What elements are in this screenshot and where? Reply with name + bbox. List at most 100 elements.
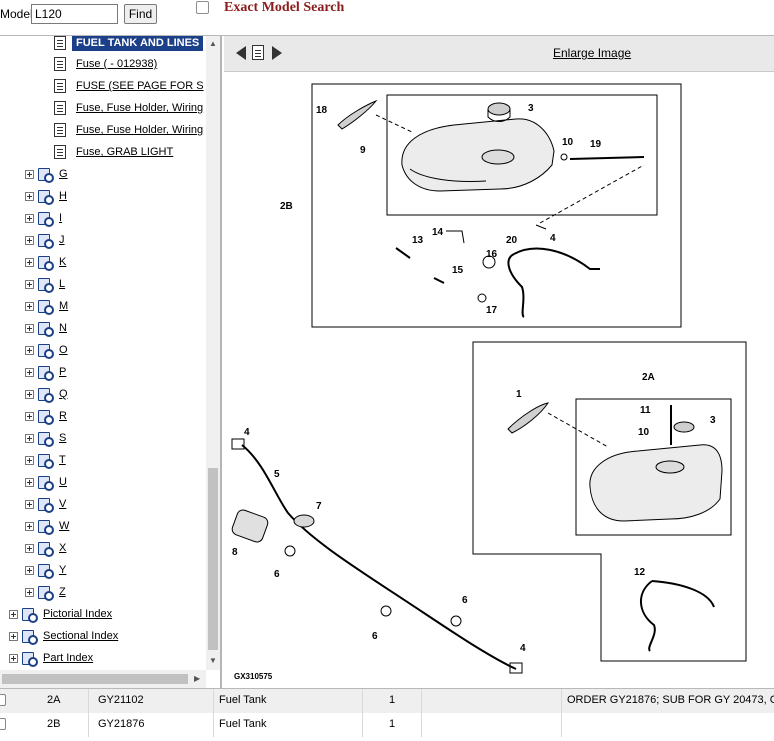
tree-scroll-thumb[interactable] — [208, 468, 218, 650]
expand-icon[interactable] — [9, 631, 18, 641]
expand-icon[interactable] — [9, 653, 18, 663]
tree-node-s[interactable]: S — [25, 429, 66, 447]
previous-arrow-icon[interactable] — [236, 46, 246, 60]
callout-3: 3 — [528, 103, 534, 114]
expand-icon[interactable] — [25, 367, 34, 377]
exact-model-search-label: Exact Model Search — [224, 0, 345, 15]
tree-node-o[interactable]: O — [25, 341, 68, 359]
tree-node-y[interactable]: Y — [25, 561, 66, 579]
tree-node-l[interactable]: L — [25, 275, 65, 293]
catalog-book-icon — [37, 541, 54, 557]
expand-icon[interactable] — [25, 257, 34, 267]
expand-icon[interactable] — [25, 499, 34, 509]
tree-node-i[interactable]: I — [25, 209, 62, 227]
tree-node-h[interactable]: H — [25, 187, 67, 205]
pin-13 — [395, 247, 411, 259]
tree-node-k[interactable]: K — [25, 253, 66, 271]
tree-node-sectional-index[interactable]: Sectional Index — [9, 627, 118, 645]
tree-leaf-label: Fuse, Fuse Holder, Wiring — [76, 102, 204, 114]
inner-frame-top — [386, 94, 658, 216]
tree-node-v[interactable]: V — [25, 495, 66, 513]
expand-icon[interactable] — [25, 279, 34, 289]
scroll-down-arrow-icon[interactable]: ▼ — [209, 656, 217, 665]
callout-4c: 4 — [520, 643, 526, 654]
clamp-7 — [293, 514, 315, 528]
tree-node-part-index[interactable]: Part Index — [9, 649, 93, 667]
tree-node-pictorial-index[interactable]: Pictorial Index — [9, 605, 112, 623]
document-icon[interactable] — [252, 45, 264, 60]
table-row[interactable]: 2B GY21876 Fuel Tank 1 — [0, 713, 774, 737]
tree-node-label: H — [59, 190, 67, 202]
row-select-checkbox[interactable] — [0, 718, 6, 730]
tree-node-label: Sectional Index — [43, 630, 119, 642]
tree-node-q[interactable]: Q — [25, 385, 68, 403]
clip-17 — [477, 293, 487, 303]
tree-hscroll-thumb[interactable] — [2, 674, 188, 684]
model-input[interactable] — [31, 4, 118, 24]
callout-6c: 6 — [462, 595, 468, 606]
document-icon — [54, 57, 66, 71]
tree-node-r[interactable]: R — [25, 407, 67, 425]
expand-icon[interactable] — [25, 235, 34, 245]
tree-leaf-fuel-tank-and-lines[interactable]: FUEL TANK AND LINES — [54, 36, 204, 52]
expand-icon[interactable] — [25, 521, 34, 531]
fuel-line-5 — [241, 444, 517, 670]
tree-node-g[interactable]: G — [25, 165, 68, 183]
tree-node-label: L — [59, 278, 66, 290]
expand-icon[interactable] — [25, 389, 34, 399]
table-row[interactable]: 2A GY21102 Fuel Tank 1 ORDER GY21876; SU… — [0, 689, 774, 713]
tree-node-label: Z — [59, 586, 66, 598]
tree-node-u[interactable]: U — [25, 473, 67, 491]
expand-icon[interactable] — [25, 543, 34, 553]
scroll-up-arrow-icon[interactable]: ▲ — [209, 39, 217, 48]
tree-node-j[interactable]: J — [25, 231, 65, 249]
tree-node-t[interactable]: T — [25, 451, 66, 469]
expand-icon[interactable] — [25, 587, 34, 597]
tree-leaf-label: Fuse, GRAB LIGHT — [76, 146, 174, 158]
tree-leaf-fuse-holder-wiring-1[interactable]: Fuse, Fuse Holder, Wiring — [54, 99, 203, 117]
tree-node-z[interactable]: Z — [25, 583, 66, 601]
description-cell: Fuel Tank — [219, 718, 267, 730]
tree-node-p[interactable]: P — [25, 363, 66, 381]
exact-model-checkbox[interactable] — [196, 1, 209, 14]
catalog-book-icon — [37, 387, 54, 403]
expand-icon[interactable] — [25, 477, 34, 487]
callout-8: 8 — [232, 547, 238, 558]
tree-leaf-fuse-see-page[interactable]: FUSE (SEE PAGE FOR S — [54, 77, 204, 95]
tree-node-x[interactable]: X — [25, 539, 66, 557]
tree-leaf-fuse-holder-wiring-2[interactable]: Fuse, Fuse Holder, Wiring — [54, 121, 203, 139]
callout-4: 4 — [550, 233, 556, 244]
callout-20: 20 — [506, 235, 518, 246]
tree-leaf-fuse-grab-light[interactable]: Fuse, GRAB LIGHT — [54, 143, 173, 161]
tree-leaf-fuse-012938[interactable]: Fuse ( - 012938) — [54, 55, 157, 73]
expand-icon[interactable] — [25, 213, 34, 223]
expand-icon[interactable] — [25, 433, 34, 443]
tree-vertical-scrollbar[interactable]: ▲ ▼ — [206, 36, 220, 670]
tree-node-m[interactable]: M — [25, 297, 68, 315]
expand-icon[interactable] — [25, 191, 34, 201]
clamp-4-top — [231, 438, 245, 450]
find-button[interactable]: Find — [124, 4, 157, 24]
enlarge-image-link[interactable]: Enlarge Image — [553, 46, 632, 60]
expand-icon[interactable] — [25, 345, 34, 355]
expand-icon[interactable] — [25, 411, 34, 421]
expand-icon[interactable] — [25, 301, 34, 311]
expand-icon[interactable] — [9, 609, 18, 619]
catalog-book-icon — [37, 167, 54, 183]
document-icon — [54, 145, 66, 159]
catalog-book-icon — [21, 651, 38, 667]
expand-icon[interactable] — [25, 455, 34, 465]
next-arrow-icon[interactable] — [272, 46, 282, 60]
callout-6a: 6 — [274, 569, 280, 580]
tree-horizontal-scrollbar[interactable]: ▶ — [0, 670, 206, 688]
scroll-right-arrow-icon[interactable]: ▶ — [194, 674, 201, 683]
tree-node-label: K — [59, 256, 67, 268]
expand-icon[interactable] — [25, 169, 34, 179]
expand-icon[interactable] — [25, 565, 34, 575]
tree-node-n[interactable]: N — [25, 319, 67, 337]
row-select-checkbox[interactable] — [0, 694, 6, 706]
catalog-book-icon — [37, 519, 54, 535]
tree-node-w[interactable]: W — [25, 517, 69, 535]
fuel-cap-3 — [487, 102, 511, 116]
expand-icon[interactable] — [25, 323, 34, 333]
